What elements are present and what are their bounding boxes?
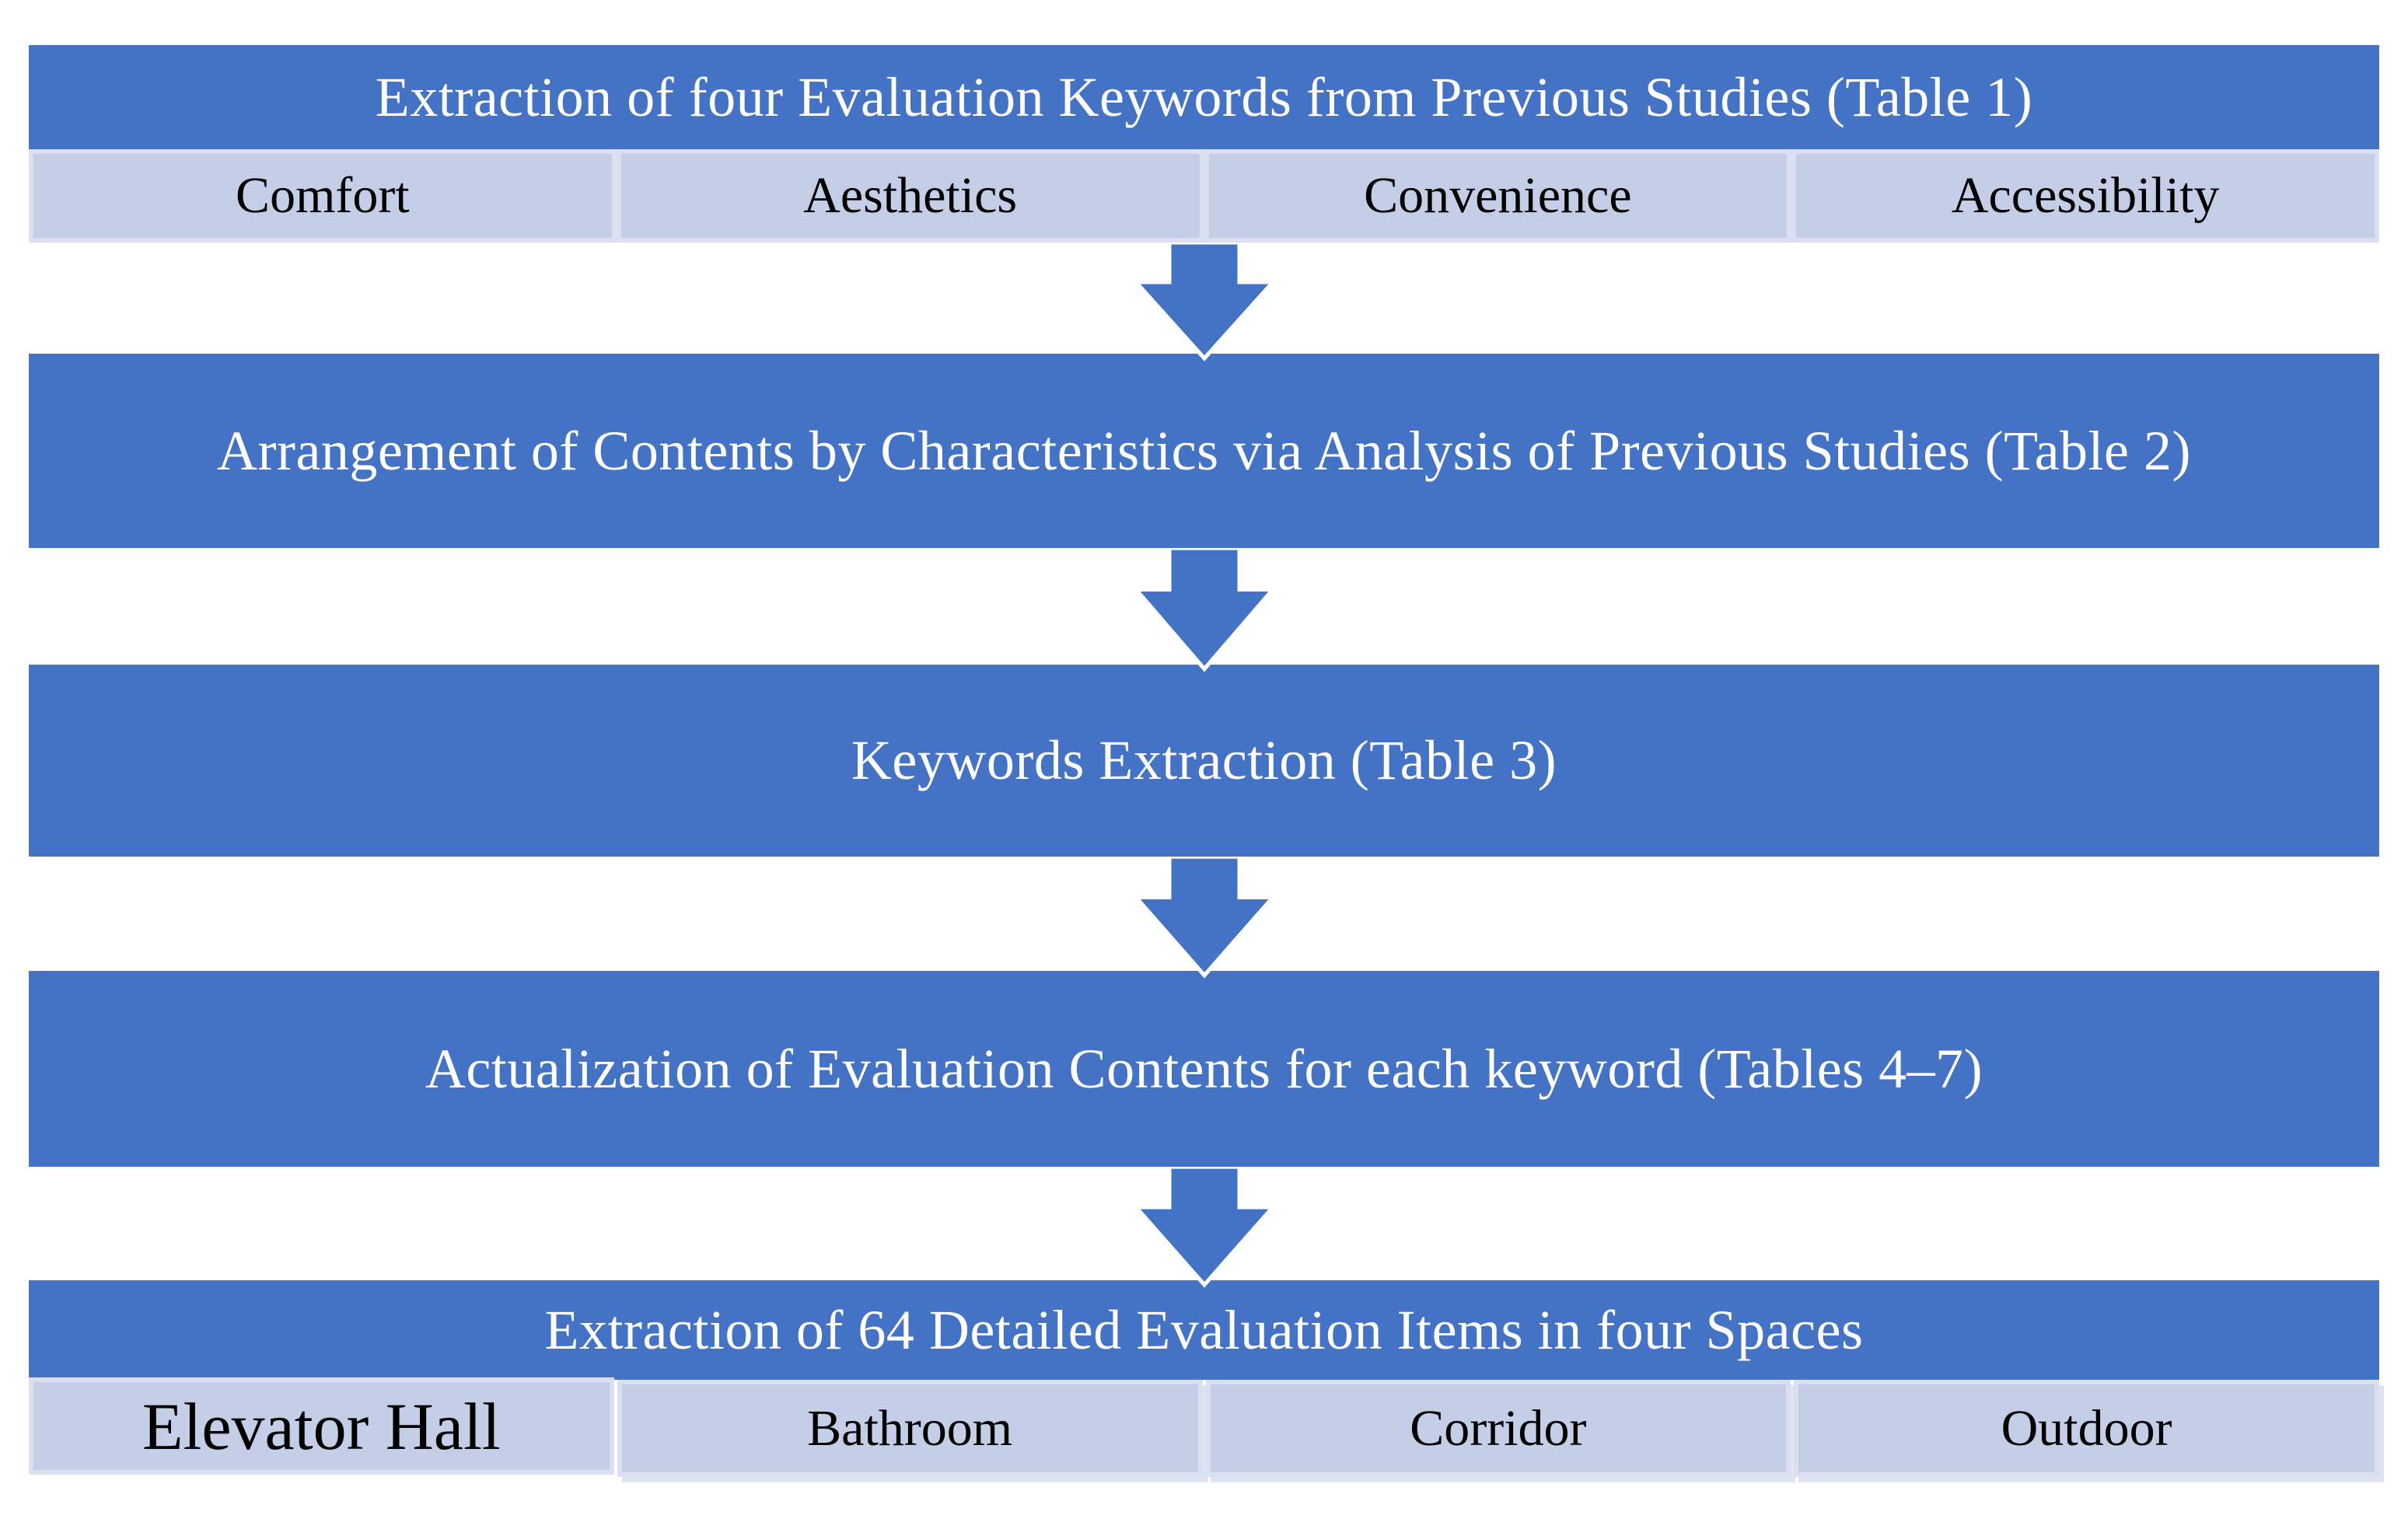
keyword-cell-comfort: Comfort [29,149,617,243]
space-cell-elevator-hall: Elevator Hall [29,1377,614,1475]
down-arrow-icon [1132,857,1276,979]
down-arrow-icon [1132,548,1276,672]
step1-header: Extraction of four Evaluation Keywords f… [29,45,2379,149]
step1-keyword-row: Comfort Aesthetics Convenience Accessibi… [29,149,2379,243]
space-cell-outdoor: Outdoor [1794,1380,2379,1477]
step5-header: Extraction of 64 Detailed Evaluation Ite… [29,1280,2379,1380]
flow-arrow-3 [29,857,2379,979]
step3-box: Keywords Extraction (Table 3) [29,665,2379,857]
keyword-cell-aesthetics: Aesthetics [616,149,1204,243]
step5-space-row: Elevator Hall Bathroom Corridor Outdoor [29,1377,2379,1477]
flow-arrow-2 [29,548,2379,672]
step4-box: Actualization of Evaluation Contents for… [29,971,2379,1167]
down-arrow-icon [1132,243,1276,361]
step2-box: Arrangement of Contents by Characteristi… [29,354,2379,548]
flow-arrow-4 [29,1167,2379,1288]
space-cell-corridor: Corridor [1205,1380,1791,1477]
space-cell-bathroom: Bathroom [617,1380,1203,1477]
keyword-cell-convenience: Convenience [1204,149,1792,243]
flow-arrow-1 [29,243,2379,361]
flowchart-stack: Extraction of four Evaluation Keywords f… [29,45,2379,1477]
keyword-cell-accessibility: Accessibility [1791,149,2379,243]
down-arrow-icon [1132,1167,1276,1288]
